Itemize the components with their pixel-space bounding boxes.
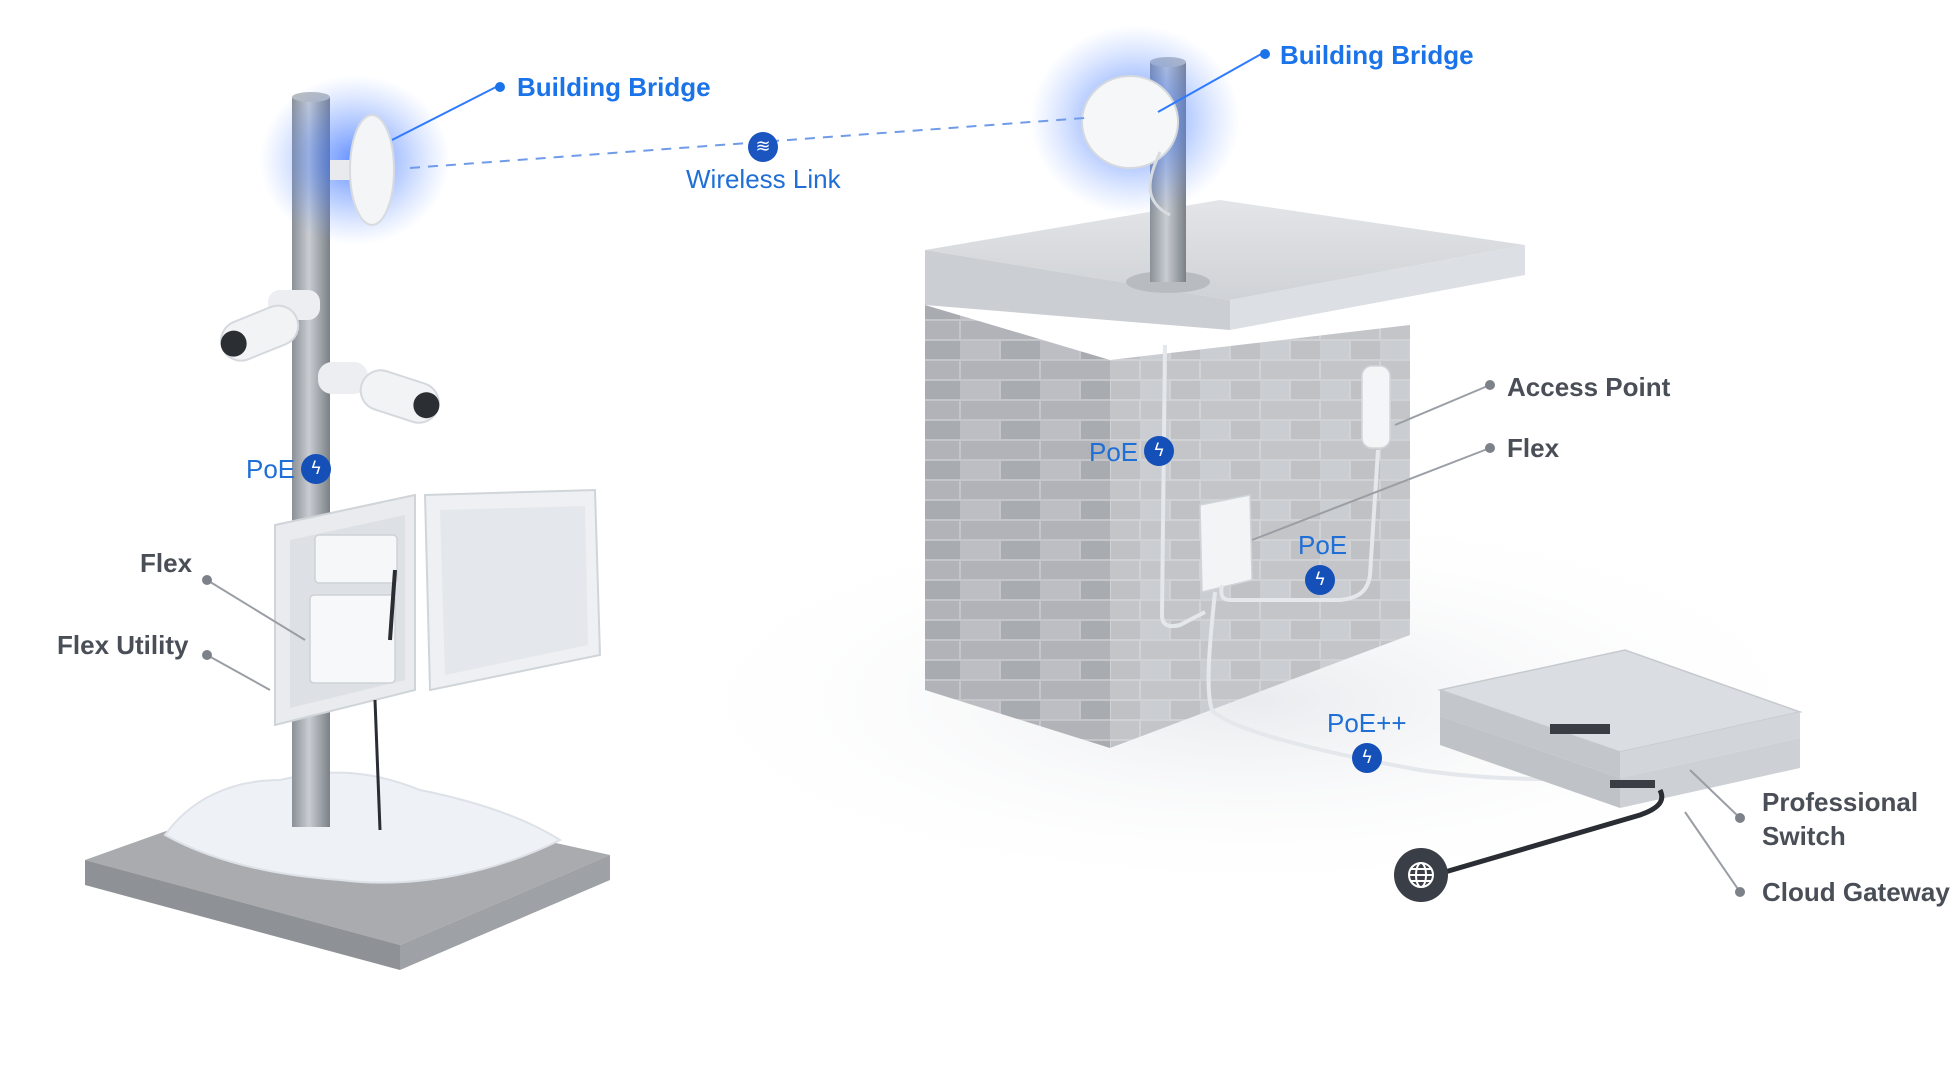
lightning-bolt-icon: ϟ — [1144, 436, 1174, 466]
pole-scene — [85, 75, 610, 970]
poe-label-pole: PoE — [246, 454, 296, 484]
label-dot-professional-switch — [1735, 813, 1745, 823]
wireless-link-label: Wireless Link — [686, 164, 841, 194]
cloud-gateway-side — [1620, 738, 1800, 808]
building-bridge-label-right: Building Bridge — [1280, 40, 1474, 70]
flex-wall-device — [1199, 494, 1253, 593]
poe-label-flex: PoE — [1298, 530, 1348, 560]
cloud-gateway-front — [1440, 716, 1620, 808]
flex-utility-label: Flex Utility — [57, 630, 189, 660]
globe-icon — [1394, 848, 1448, 902]
cloud-gateway-label: Cloud Gateway — [1762, 877, 1950, 907]
professional-switch-label-line1: Professional — [1762, 787, 1919, 817]
wireless-link-icon: ≋ — [748, 132, 778, 162]
poe-plus-label: PoE++ — [1327, 708, 1407, 738]
poe-label-wall: PoE — [1089, 437, 1139, 467]
snow-mound — [163, 771, 563, 884]
lightning-bolt-icon: ϟ — [1352, 743, 1382, 773]
flex-label-left: Flex — [140, 548, 193, 578]
ground-base-side-right — [400, 855, 610, 970]
label-dot-flex-utility — [202, 650, 212, 660]
switch-ports — [1550, 724, 1655, 788]
flex-switch-device — [309, 594, 396, 684]
label-dot-bridge-right — [1260, 49, 1270, 59]
blue-leader-lines — [391, 52, 1264, 141]
label-dot-cloud-gateway — [1735, 887, 1745, 897]
label-dot-access-point — [1485, 380, 1495, 390]
label-dot-flex-left — [202, 575, 212, 585]
camera-lens-lower — [413, 392, 440, 419]
lightning-bolt-icon: ϟ — [1305, 565, 1335, 595]
professional-switch-label-line2: Switch — [1762, 821, 1846, 851]
camera-mount-lower — [318, 362, 368, 394]
professional-switch-front — [1440, 690, 1620, 778]
roof-slab-front — [925, 250, 1230, 330]
enclosure-lid-inner — [440, 506, 588, 675]
bridge-cable-right — [1148, 151, 1171, 217]
professional-switch-side — [1620, 712, 1800, 778]
roof-slab-top — [925, 200, 1525, 300]
ground-cable — [373, 699, 382, 831]
wireless-link-line — [409, 117, 1086, 169]
internet-cable — [1444, 788, 1665, 875]
ground-base-side-left — [85, 860, 400, 970]
flex-switch-upper — [314, 534, 398, 584]
camera-lens-upper — [220, 330, 247, 357]
access-point-device — [1361, 365, 1391, 449]
access-point-label: Access Point — [1507, 372, 1671, 402]
flex-label-right: Flex — [1507, 433, 1560, 463]
label-dot-flex-right — [1485, 443, 1495, 453]
roof-slab-side — [1230, 245, 1525, 330]
enclosure-cable — [388, 569, 397, 641]
poe-cable-bridge — [1159, 344, 1206, 629]
lightning-bolt-icon: ϟ — [301, 454, 331, 484]
building-bridge-device-left — [349, 114, 395, 226]
poe-cable-ap — [1219, 449, 1380, 602]
building-bridge-label-left: Building Bridge — [517, 72, 711, 102]
brick-wall-front — [925, 305, 1110, 748]
label-dot-bridge-left — [495, 82, 505, 92]
gray-leader-lines — [206, 384, 1741, 893]
building-bridge-device-right — [1081, 75, 1179, 169]
